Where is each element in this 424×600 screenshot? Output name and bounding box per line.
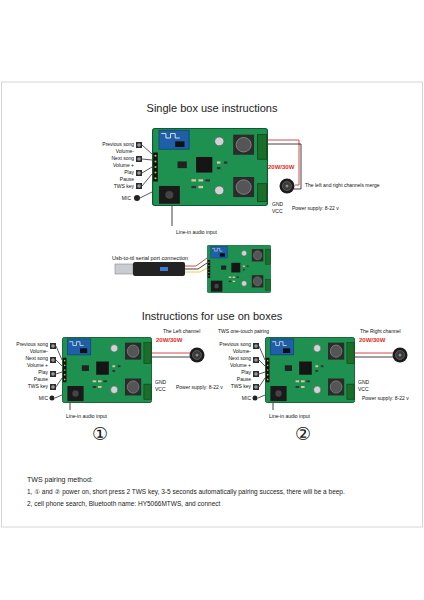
button-label: Next song [228, 355, 251, 361]
usb-ttl-adapter [115, 245, 271, 292]
power-label: Power supply: 8-22 v [362, 395, 409, 401]
button-label: TWS key [28, 383, 48, 389]
mic-label: MIC [122, 195, 131, 201]
button-label: Pause [34, 376, 48, 382]
input-label: Line-in audio input [269, 413, 310, 419]
button-label: TWS key [114, 183, 134, 189]
button-label: Play [124, 169, 134, 175]
button-label: Volume + [27, 362, 48, 368]
power-label: Power supply: 8-22 v [292, 205, 339, 211]
button-label: Play [38, 369, 48, 375]
pin-label: VCC [272, 208, 283, 214]
instruction-heading: TWS pairing method: [27, 476, 93, 484]
section-title: Single box use instructions [0, 102, 424, 115]
button-label: Play [241, 369, 251, 375]
button-label: Volume + [113, 162, 134, 168]
button-label: Previous song [219, 341, 251, 347]
input-label: Line-in audio input [176, 229, 217, 235]
button-label: Previous song [102, 141, 134, 147]
speaker-label: The left and right channels merge [305, 182, 380, 188]
single-board [134, 129, 301, 226]
speaker-label: The Right channel [360, 328, 401, 334]
power-rating: 20W/30W [359, 337, 385, 344]
pin-label: VCC [358, 386, 369, 392]
power-label: Power supply: 8-22 v [176, 384, 223, 390]
mic-label: MIC [242, 395, 251, 401]
button-label: Pause [237, 376, 251, 382]
button-label: Volume- [116, 148, 134, 154]
instruction-step: 1, ① and ② power on, short press 2 TWS k… [27, 488, 412, 496]
button-label: Volume- [233, 348, 251, 354]
input-label: Line-in audio input [66, 413, 107, 419]
button-label: Volume + [230, 362, 251, 368]
pin-label: GND [155, 379, 166, 385]
board-number: ① [92, 424, 108, 446]
pin-label: GND [272, 201, 283, 207]
power-rating: 20W/30W [268, 164, 294, 171]
board-number: ② [295, 424, 311, 446]
frame [2, 82, 423, 527]
button-label: Volume- [30, 348, 48, 354]
button-label: Previous song [16, 341, 48, 347]
pin-label: VCC [155, 386, 166, 392]
button-label: Next song [25, 355, 48, 361]
button-label: Next song [111, 155, 134, 161]
pairing-note: TWS one-touch pairing [218, 328, 269, 334]
left-board [50, 337, 205, 410]
power-rating: 20W/30W [156, 337, 182, 344]
instruction-step: 2, cell phone search, Bluetooth name: HY… [27, 500, 412, 508]
speaker-label: The Left channel [163, 328, 200, 334]
pin-label: GND [358, 379, 369, 385]
button-label: TWS key [231, 383, 251, 389]
mic-label: MIC [39, 395, 48, 401]
button-label: Pause [120, 176, 134, 182]
connection-note: Usb-to-ttl serial port connection [112, 255, 188, 262]
section-heading: Instructions for use on boxes [0, 310, 424, 323]
